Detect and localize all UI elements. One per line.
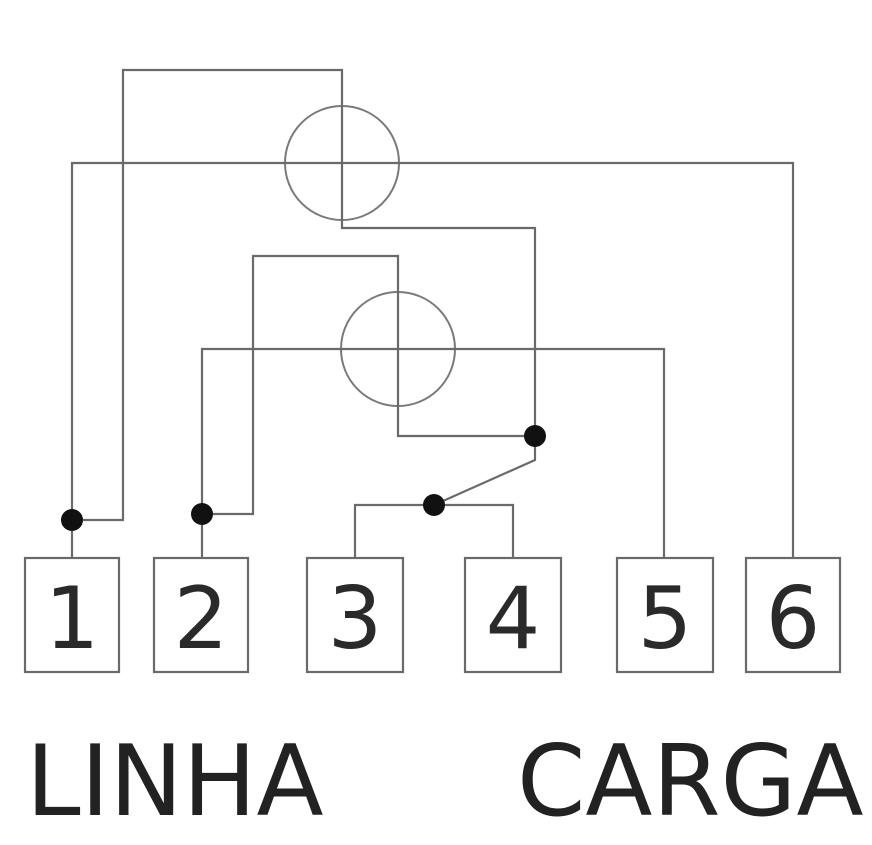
- junction-node-t1: [61, 509, 83, 531]
- line-side-label: LINHA: [26, 725, 324, 839]
- terminal-5: 5: [615, 556, 715, 674]
- terminal-1: 1: [23, 556, 121, 674]
- terminal-label: 3: [328, 569, 383, 669]
- terminal-label: 2: [174, 569, 229, 669]
- terminal-label: 4: [486, 569, 541, 669]
- terminal-2: 2: [152, 556, 250, 674]
- load-side-label: CARGA: [517, 725, 864, 839]
- terminal-label: 6: [766, 569, 821, 669]
- terminal-label: 1: [45, 569, 100, 669]
- wire-phase-a-line: [72, 68, 537, 522]
- wire-neutral-link: [433, 436, 537, 507]
- terminal-3: 3: [305, 556, 405, 674]
- wire-phase-a-load: [70, 161, 795, 558]
- terminal-6: 6: [744, 556, 842, 674]
- wire-phase-b-load: [200, 347, 666, 558]
- terminal-label: 5: [638, 569, 693, 669]
- junction-node-neutral: [423, 494, 445, 516]
- wire-phase-b-line: [202, 254, 535, 516]
- junction-node-coil-return: [524, 425, 546, 447]
- terminal-4: 4: [463, 556, 563, 674]
- junction-node-t2: [191, 503, 213, 525]
